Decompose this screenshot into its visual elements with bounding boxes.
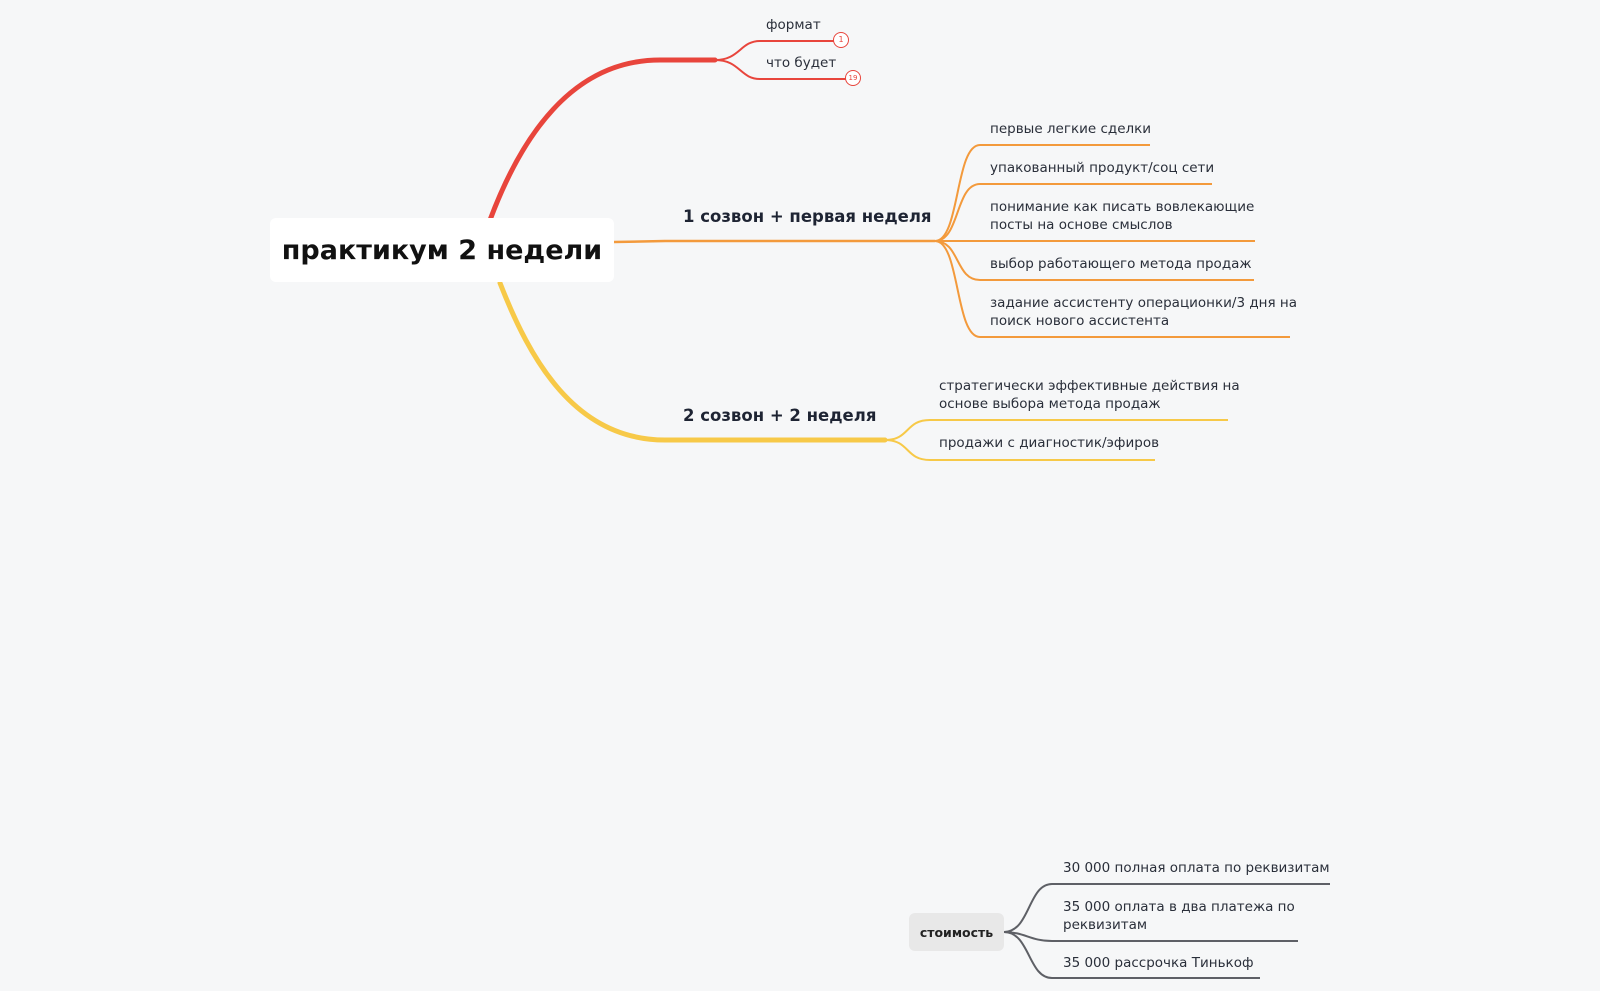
connector-format (714, 40, 834, 61)
central-topic[interactable]: практикум 2 недели (270, 218, 614, 282)
connector-diagnostics (884, 439, 1155, 461)
topic-sales-method[interactable]: выбор работающего метода продаж (990, 256, 1252, 272)
topic-assistant-task[interactable]: задание ассистенту операционки/3 дня на … (990, 295, 1298, 329)
topic-strategic-actions[interactable]: стратегически эффективные действия на ос… (939, 378, 1240, 412)
topic-second-call-week[interactable]: 2 созвон + 2 неделя (683, 406, 877, 425)
connector-strategic (884, 419, 1228, 441)
topic-price-full[interactable]: 30 000 полная оплата по реквизитам (1063, 860, 1330, 876)
connector-what-will-be (714, 59, 847, 80)
topic-format[interactable]: формат (766, 17, 821, 33)
topic-price-installment[interactable]: 35 000 рассрочка Тинькоф (1063, 955, 1254, 971)
collapsed-count-badge[interactable]: 19 (845, 70, 861, 86)
connector-first-deals (934, 144, 1150, 242)
topic-what-will-be[interactable]: что будет (766, 55, 837, 71)
connector-packaged-product (934, 183, 1212, 242)
topic-diagnostics-sales[interactable]: продажи с диагностик/эфиров (939, 435, 1160, 451)
connector-price-installment (1003, 931, 1260, 979)
collapsed-count-badge[interactable]: 1 (833, 32, 849, 48)
connector-root-branch-1 (487, 57, 718, 223)
connector-assistant-task (934, 240, 1290, 338)
connector-root-branch-2 (613, 239, 935, 244)
topic-first-call-week[interactable]: 1 созвон + первая неделя (683, 207, 932, 226)
topic-price-two-payments[interactable]: 35 000 оплата в два платежа по реквизита… (1063, 899, 1295, 933)
topic-engaging-posts[interactable]: понимание как писать вовлекающие посты н… (990, 199, 1255, 233)
connector-sales-method (934, 240, 1254, 281)
floating-topic-price[interactable]: стоимость (909, 913, 1004, 951)
topic-packaged-product[interactable]: упакованный продукт/соц сети (990, 160, 1215, 176)
connector-price-full (1003, 883, 1330, 933)
connector-root-branch-3 (497, 280, 888, 443)
topic-first-deals[interactable]: первые легкие сделки (990, 121, 1152, 137)
